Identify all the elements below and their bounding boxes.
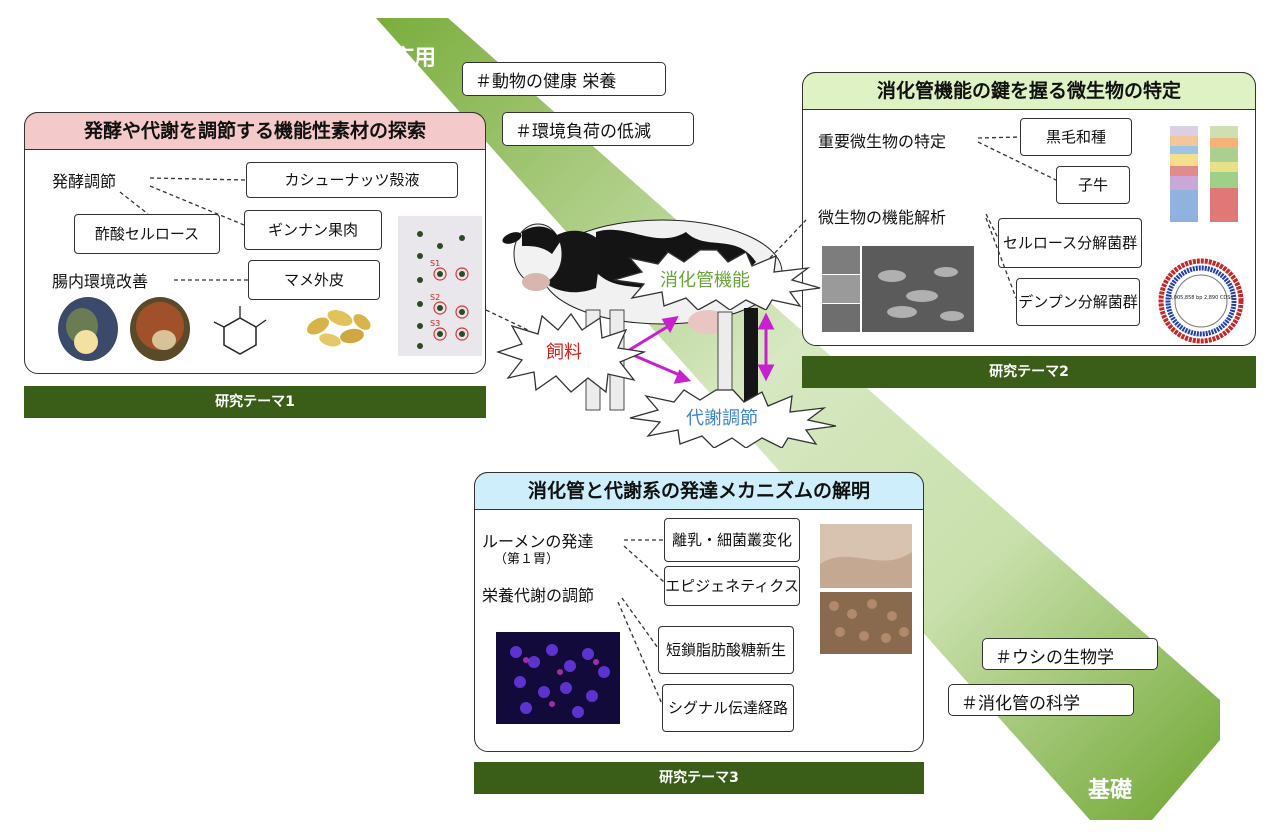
theme2-starch-box: デンプン分解菌群: [1016, 278, 1140, 326]
genome-map: 3,005,858 bp 2,890 CDSs: [1158, 258, 1244, 344]
theme1-bean-box: マメ外皮: [248, 260, 380, 300]
tlc-plate: S1 S2 S3: [398, 216, 482, 356]
rumen-papillae-photo: [820, 592, 912, 654]
tag-animal-health: ＃動物の健康 栄養: [462, 62, 666, 96]
theme1-gut-label: 腸内環境改善: [52, 272, 149, 291]
genome-label: 3,005,858 bp 2,890 CDSs: [1169, 295, 1233, 301]
theme3-nutrition-label: 栄養代謝の調節: [482, 586, 595, 605]
tag-digestive-science: ＃消化管の科学: [948, 684, 1134, 716]
ginkgo-photo: [130, 297, 190, 361]
tlc-label-s2: S2: [430, 293, 440, 302]
theme3-epigenetics-box: エピジェネティクス: [664, 566, 800, 606]
digestive-label: 消化管機能: [660, 270, 750, 291]
bean-photo: [307, 310, 371, 347]
theme3-scfa-box: 短鎖脂肪酸糖新生: [658, 626, 794, 674]
theme2-cellulose-box: セルロース分解菌群: [998, 218, 1142, 268]
theme3-rumen-sub: （第１胃）: [494, 552, 560, 567]
theme3-signal-box: シグナル伝達経路: [662, 684, 794, 732]
tag-cattle-biology: ＃ウシの生物学: [982, 638, 1158, 670]
sem-micrographs: [822, 246, 974, 332]
community-bar-chart: [1170, 126, 1238, 222]
tag-environment: ＃環境負荷の低減: [502, 112, 694, 146]
basic-label: 基礎: [1088, 778, 1133, 803]
theme1-bar: 研究テーマ1: [24, 386, 486, 418]
theme3-title: 消化管と代謝系の発達メカニズムの解明: [474, 472, 924, 510]
fluorescence-image: [496, 632, 620, 724]
theme3-rumen-label: ルーメンの発達: [482, 532, 594, 551]
feed-label: 飼料: [546, 342, 582, 363]
feed-burst: [496, 312, 646, 394]
theme2-analysis-label: 微生物の機能解析: [818, 208, 947, 227]
cashew-photo: [58, 297, 118, 361]
theme2-identify-label: 重要微生物の特定: [818, 132, 947, 151]
theme1-acetate-box: 酢酸セルロース: [74, 214, 220, 254]
metabolic-burst: [629, 389, 837, 448]
theme2-calf-box: 子牛: [1056, 166, 1130, 204]
tlc-label-s1: S1: [430, 259, 440, 268]
theme3-weaning-box: 離乳・細菌叢変化: [664, 518, 800, 562]
tlc-label-s3: S3: [430, 319, 440, 328]
applied-label: 応用: [392, 46, 437, 71]
theme1-fermentation-label: 発酵調節: [52, 172, 117, 191]
theme1-ginkgo-box: ギンナン果肉: [244, 210, 382, 250]
digestive-burst: [613, 249, 821, 310]
theme2-bar: 研究テーマ2: [802, 356, 1256, 388]
theme2-title: 消化管機能の鍵を握る微生物の特定: [802, 72, 1256, 110]
theme1-title: 発酵や代謝を調節する機能性素材の探索: [24, 112, 486, 150]
rumen-smooth-photo: [820, 524, 912, 588]
theme3-bar: 研究テーマ3: [474, 762, 924, 794]
metabolic-label: 代謝調節: [686, 408, 758, 429]
theme1-cashew-box: カシューナッツ殻液: [246, 162, 458, 198]
chemical-structure: [213, 306, 267, 355]
theme2-wagyu-box: 黒毛和種: [1020, 118, 1132, 156]
